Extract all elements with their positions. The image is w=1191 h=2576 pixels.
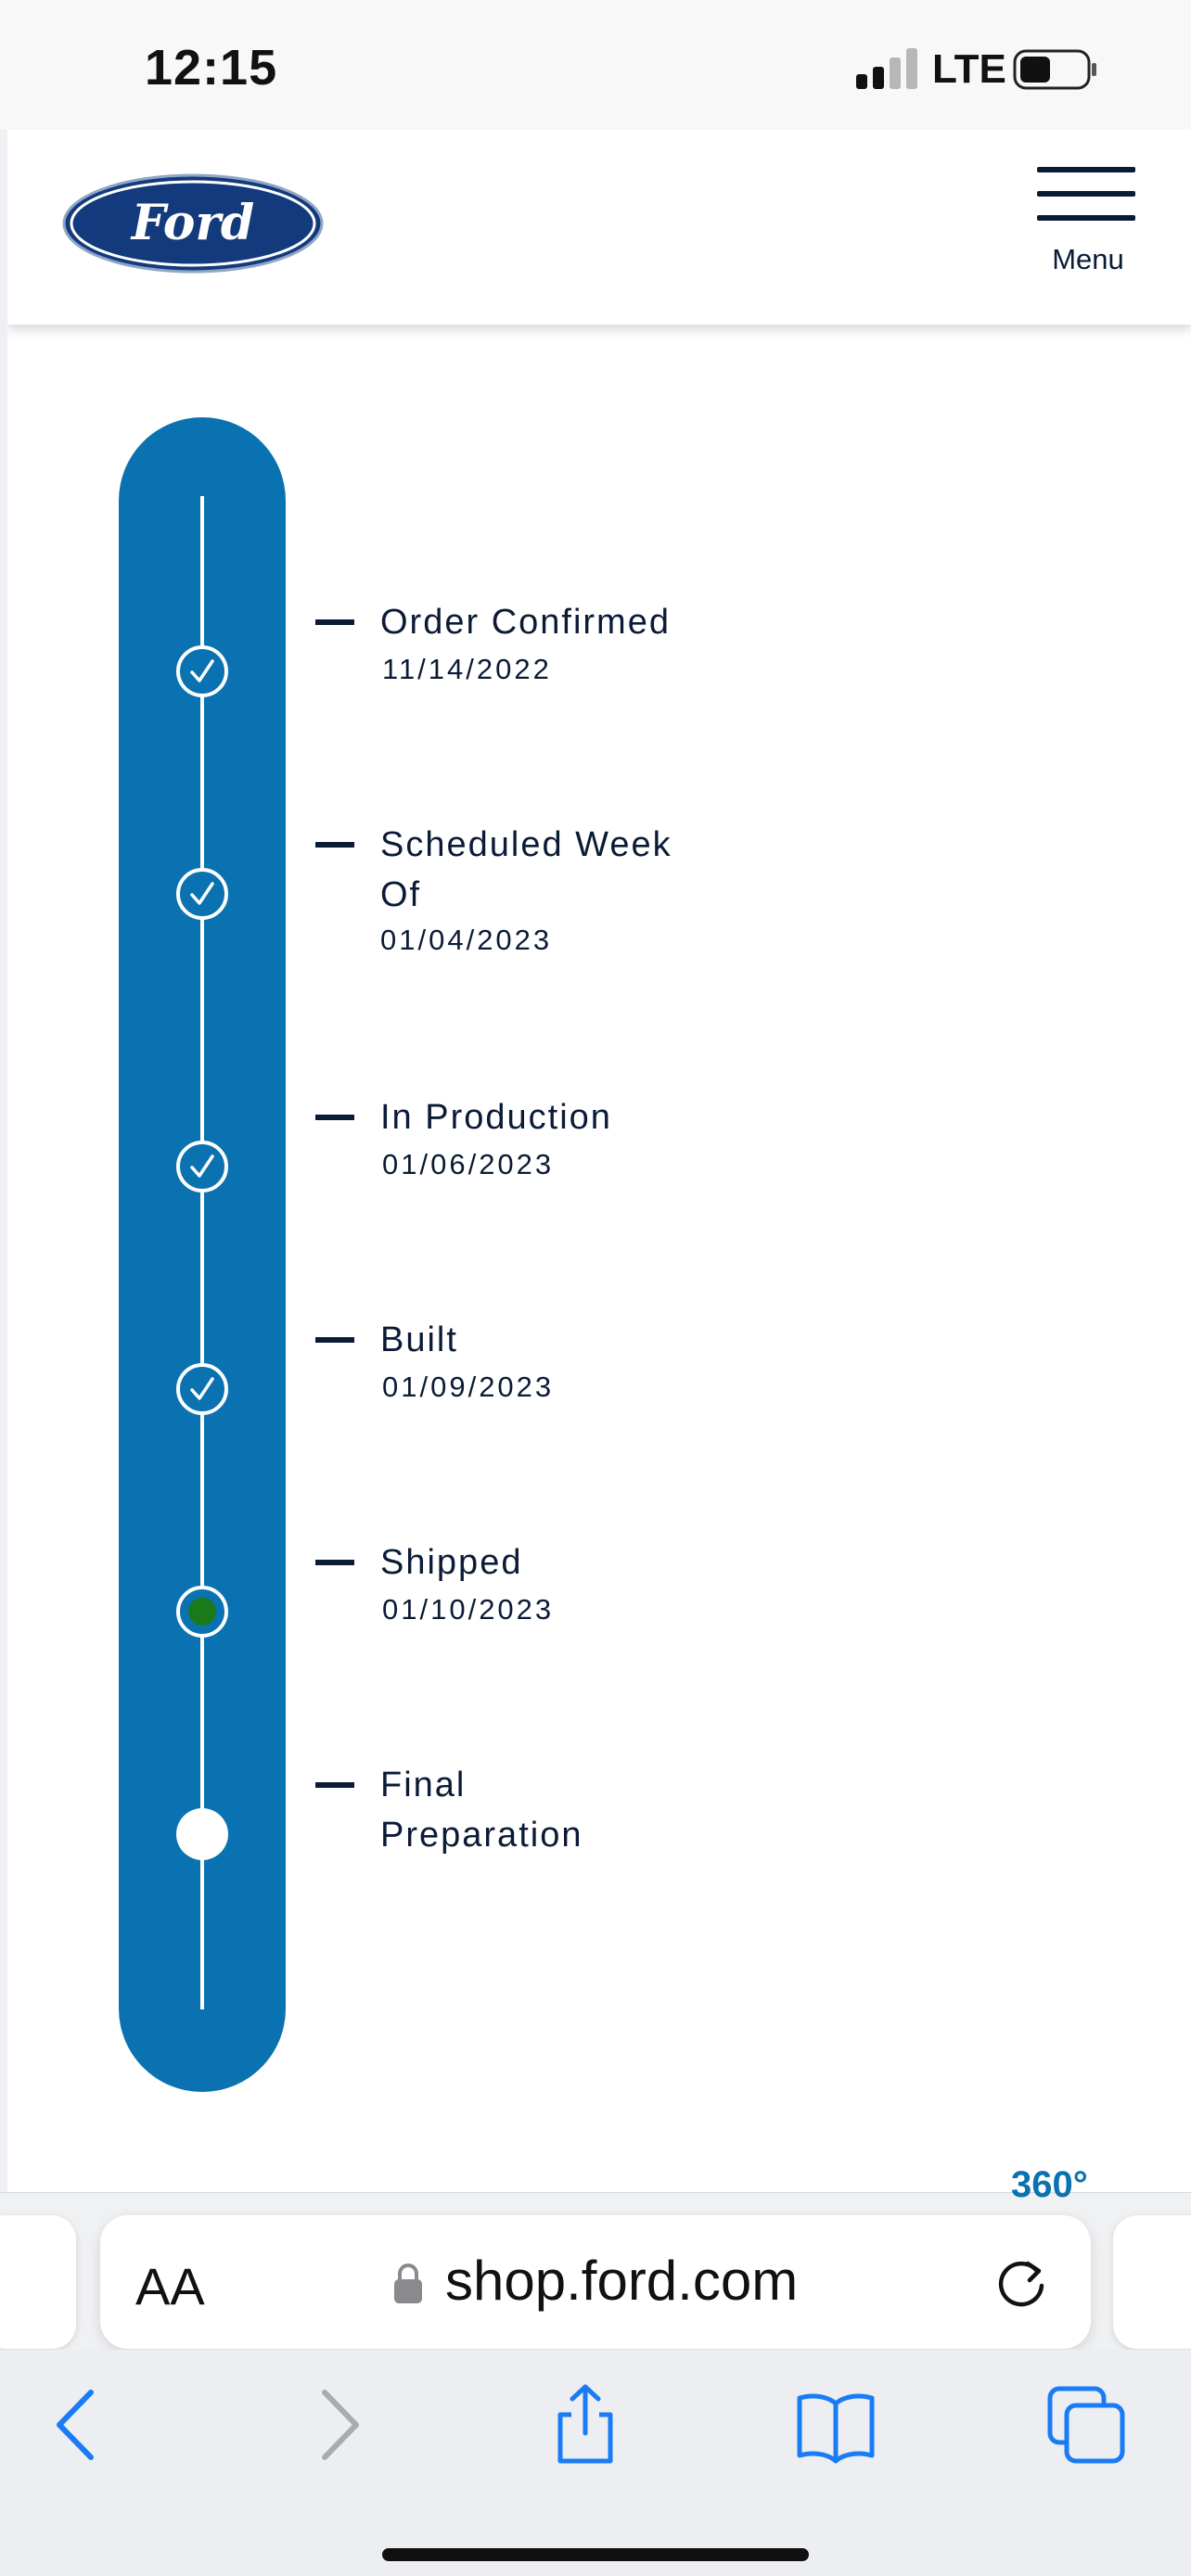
step-title-scheduled: Scheduled Week Of [380,825,672,914]
book-icon[interactable] [794,2383,877,2467]
step-date-order-confirmed: 11/14/2022 [382,653,552,685]
signal-strength-icon [856,48,917,89]
tabs-icon[interactable] [1044,2383,1128,2467]
step-title-built: Built [380,1320,458,1359]
timeline-line [200,496,204,2009]
home-indicator[interactable] [382,2548,809,2561]
step-title-in-production: In Production [380,1098,612,1137]
chevron-right-icon[interactable] [295,2383,378,2467]
browser-address-area: AA shop.ford.com [0,2192,1191,2351]
step-title-order-confirmed: Order Confirmed [380,603,671,642]
step-title-final-preparation: Final Preparation [380,1766,583,1855]
check-icon [176,1363,228,1415]
menu-icon-bar [1037,215,1135,221]
site-header: Ford Menu [7,130,1191,325]
step-connector-dash [315,1115,354,1120]
step-title-shipped: Shipped [380,1543,523,1582]
share-icon[interactable] [544,2383,627,2467]
ford-logo-text: Ford [130,195,255,251]
check-icon [176,1141,228,1192]
status-time: 12:15 [145,40,278,96]
menu-button[interactable]: Menu [1037,167,1139,287]
browser-toolbar [0,2350,1191,2576]
pending-step-icon [176,1808,228,1860]
ford-logo[interactable]: Ford [61,172,325,274]
battery-icon [1013,49,1096,90]
step-date-built: 01/09/2023 [382,1371,555,1403]
next-tab-preview[interactable] [1113,2215,1191,2349]
check-icon [176,645,228,697]
network-type: LTE [932,46,1006,92]
status-bar: 12:15 LTE [0,0,1191,130]
address-bar[interactable]: AA shop.ford.com [100,2215,1091,2349]
step-connector-dash [315,1782,354,1788]
chevron-left-icon[interactable] [37,2383,121,2467]
web-page: Ford Menu Order Confirmed 11/14/2022 Sch… [7,130,1191,2192]
step-connector-dash [315,619,354,625]
step-date-shipped: 01/10/2023 [382,1593,555,1626]
order-status-timeline: Order Confirmed 11/14/2022 Scheduled Wee… [7,325,1191,2192]
menu-icon-bar [1037,167,1135,172]
step-connector-dash [315,1560,354,1565]
text-size-label: AA [135,2257,205,2315]
previous-tab-preview[interactable] [0,2215,76,2349]
check-icon [176,868,228,920]
step-date-in-production: 01/06/2023 [382,1148,555,1180]
menu-label: Menu [1052,243,1124,275]
step-connector-dash [315,842,354,848]
view-360-badge[interactable]: 360° [1011,2164,1088,2205]
lock-icon [394,2264,422,2303]
text-size-button[interactable]: AA [135,2256,205,2316]
url-text[interactable]: shop.ford.com [445,2250,799,2312]
reload-icon[interactable] [992,2252,1052,2312]
step-date-scheduled: 01/04/2023 [380,924,553,956]
step-connector-dash [315,1337,354,1343]
current-step-icon [176,1586,228,1638]
menu-icon-bar [1037,191,1135,197]
